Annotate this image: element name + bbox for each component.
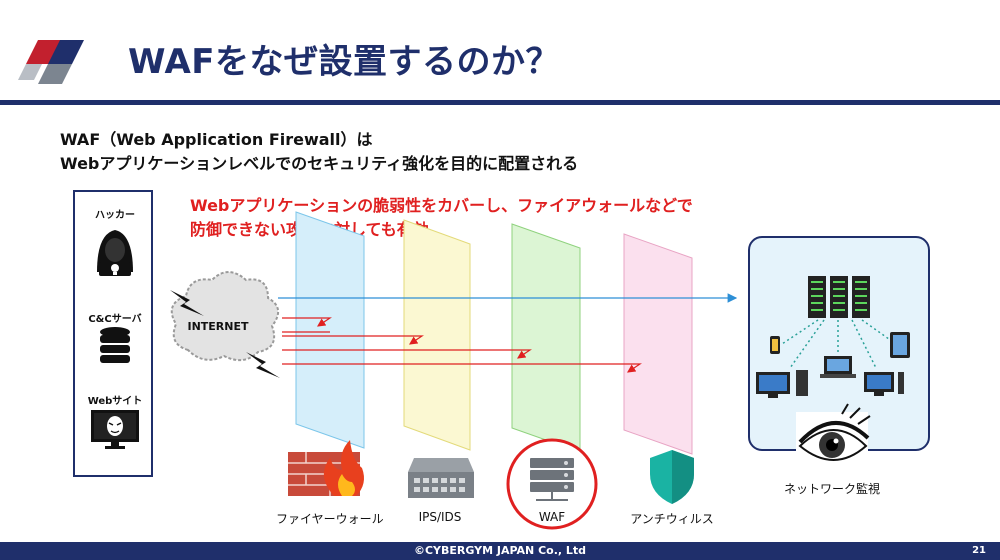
page-title: WAFをなぜ設置するのか？ [128, 42, 561, 82]
layer-label-ips: IPS/IDS [418, 510, 462, 524]
layer-label-firewall: ファイヤーウォール [276, 512, 384, 526]
copyright-text: ©CYBERGYM JAPAN Co., Ltd [413, 544, 587, 557]
layer-label-waf: WAF [538, 510, 566, 524]
hacker-icon [97, 230, 133, 276]
eye-icon [796, 403, 871, 466]
server-rack-icon [808, 276, 870, 318]
network-monitoring-label: ネットワーク監視 [783, 482, 880, 496]
layer-panel-ips [403, 219, 471, 451]
internet-label: INTERNET [187, 320, 249, 333]
title-divider [0, 100, 1000, 105]
layer-panel-firewall [295, 211, 365, 449]
network-links [781, 319, 897, 369]
page-number: 21 [972, 545, 986, 556]
highlight-line-1: Webアプリケーションの脆弱性をカバーし、ファイアウォールなどで [190, 196, 693, 215]
website-label: Webサイト [87, 396, 143, 407]
threat-sources-box: ハッカー C&Cサーバ Webサイト [73, 190, 153, 477]
footer-bar [0, 542, 1000, 560]
cc-server-label: C&Cサーバ [88, 314, 142, 325]
intro-line-2: Webアプリケーションレベルでのセキュリティ強化を目的に配置される [60, 154, 579, 173]
client-devices-icon [756, 332, 910, 398]
waf-server-icon [530, 458, 574, 501]
internet-cloud [170, 271, 279, 362]
hacker-label: ハッカー [95, 210, 135, 221]
ips-ids-appliance-icon [408, 458, 474, 498]
attack-arrows [282, 317, 642, 373]
intro-line-1: WAF（Web Application Firewall）は [60, 130, 373, 149]
malicious-site-icon [91, 410, 139, 449]
layer-panel-antivirus [623, 233, 693, 455]
layer-panel-waf [511, 223, 581, 453]
antivirus-shield-icon [650, 450, 694, 504]
database-icon [100, 327, 130, 363]
firewall-icon [288, 440, 364, 496]
layer-label-antivirus: アンチウィルス [630, 512, 714, 526]
company-logo [18, 40, 84, 84]
